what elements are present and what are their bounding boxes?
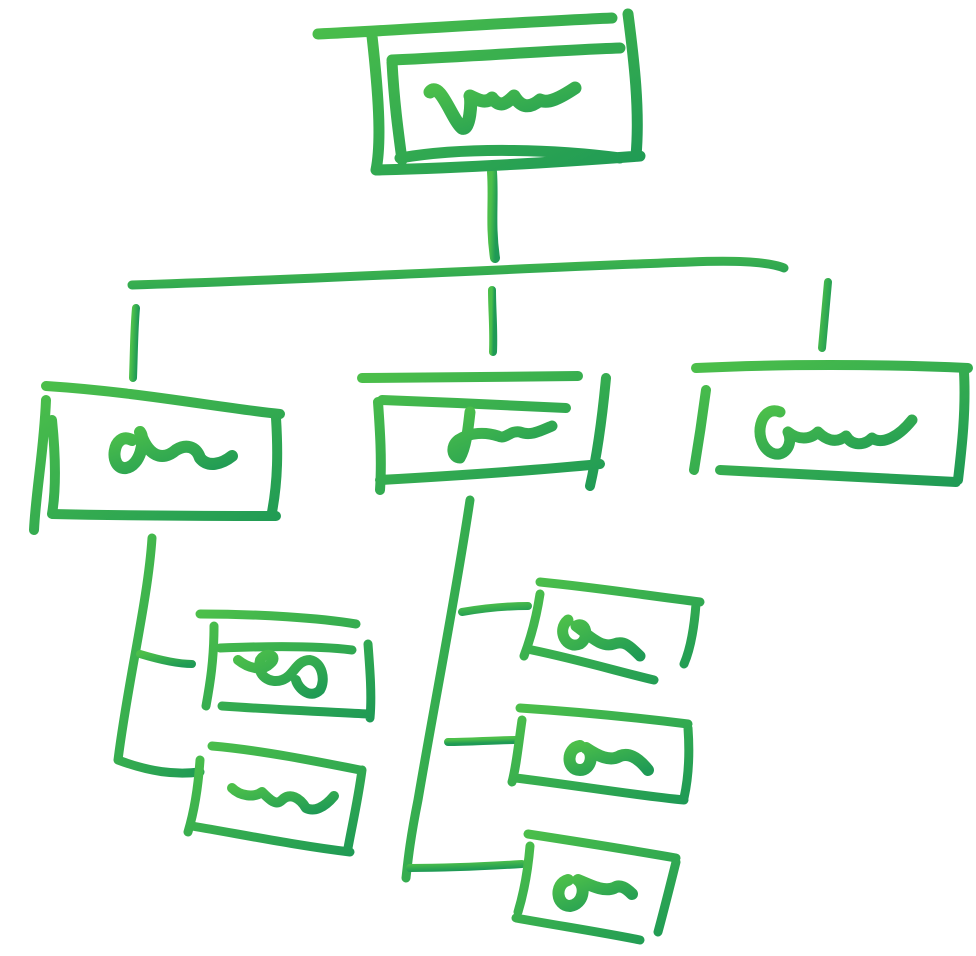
node-middle-label-scribble — [447, 406, 558, 464]
node-left-label-scribble — [108, 426, 238, 474]
connector-left-tick-1 — [136, 650, 196, 668]
node-right-box — [689, 360, 973, 487]
node-root — [312, 8, 646, 176]
connector-left-trunk — [113, 533, 205, 778]
node-left-child-1-label-scribble — [233, 649, 328, 699]
connector-middle-trunk — [401, 495, 475, 883]
node-middle-box — [357, 371, 611, 495]
node-root-label-scribble — [423, 81, 582, 135]
node-middle-child-2-label-scribble — [563, 740, 654, 776]
node-right — [689, 360, 973, 487]
connector-middle-tick-1 — [458, 602, 532, 616]
connector-drop-middle — [488, 286, 498, 356]
node-middle-child-2 — [507, 703, 694, 805]
connector-middle-tick-2 — [444, 736, 519, 746]
node-left-child-2 — [183, 741, 367, 857]
node-middle-child-3 — [511, 829, 681, 945]
node-middle — [357, 371, 611, 495]
connector-main-bar — [127, 256, 789, 290]
node-left-child-1 — [195, 609, 376, 723]
node-middle-child-1 — [519, 577, 705, 685]
node-middle-child-1-label-scribble — [557, 614, 646, 662]
node-middle-child-1-box — [519, 577, 705, 685]
node-left-child-1-box — [195, 609, 376, 723]
connector-root-stem — [487, 167, 500, 263]
node-middle-child-3-box — [511, 829, 681, 945]
node-middle-child-2-box — [507, 703, 694, 805]
connector-middle-tick-3 — [406, 860, 526, 872]
node-left-box — [29, 381, 285, 535]
node-middle-child-3-label-scribble — [552, 874, 638, 912]
node-root-box — [312, 8, 646, 176]
node-left-child-2-label-scribble — [227, 783, 339, 815]
node-right-label-scribble — [754, 405, 918, 460]
connector-drop-left — [129, 304, 140, 382]
connector-drop-right — [818, 278, 832, 352]
node-left-child-2-box — [183, 741, 367, 857]
connectors — [113, 167, 832, 883]
node-left — [29, 381, 285, 535]
